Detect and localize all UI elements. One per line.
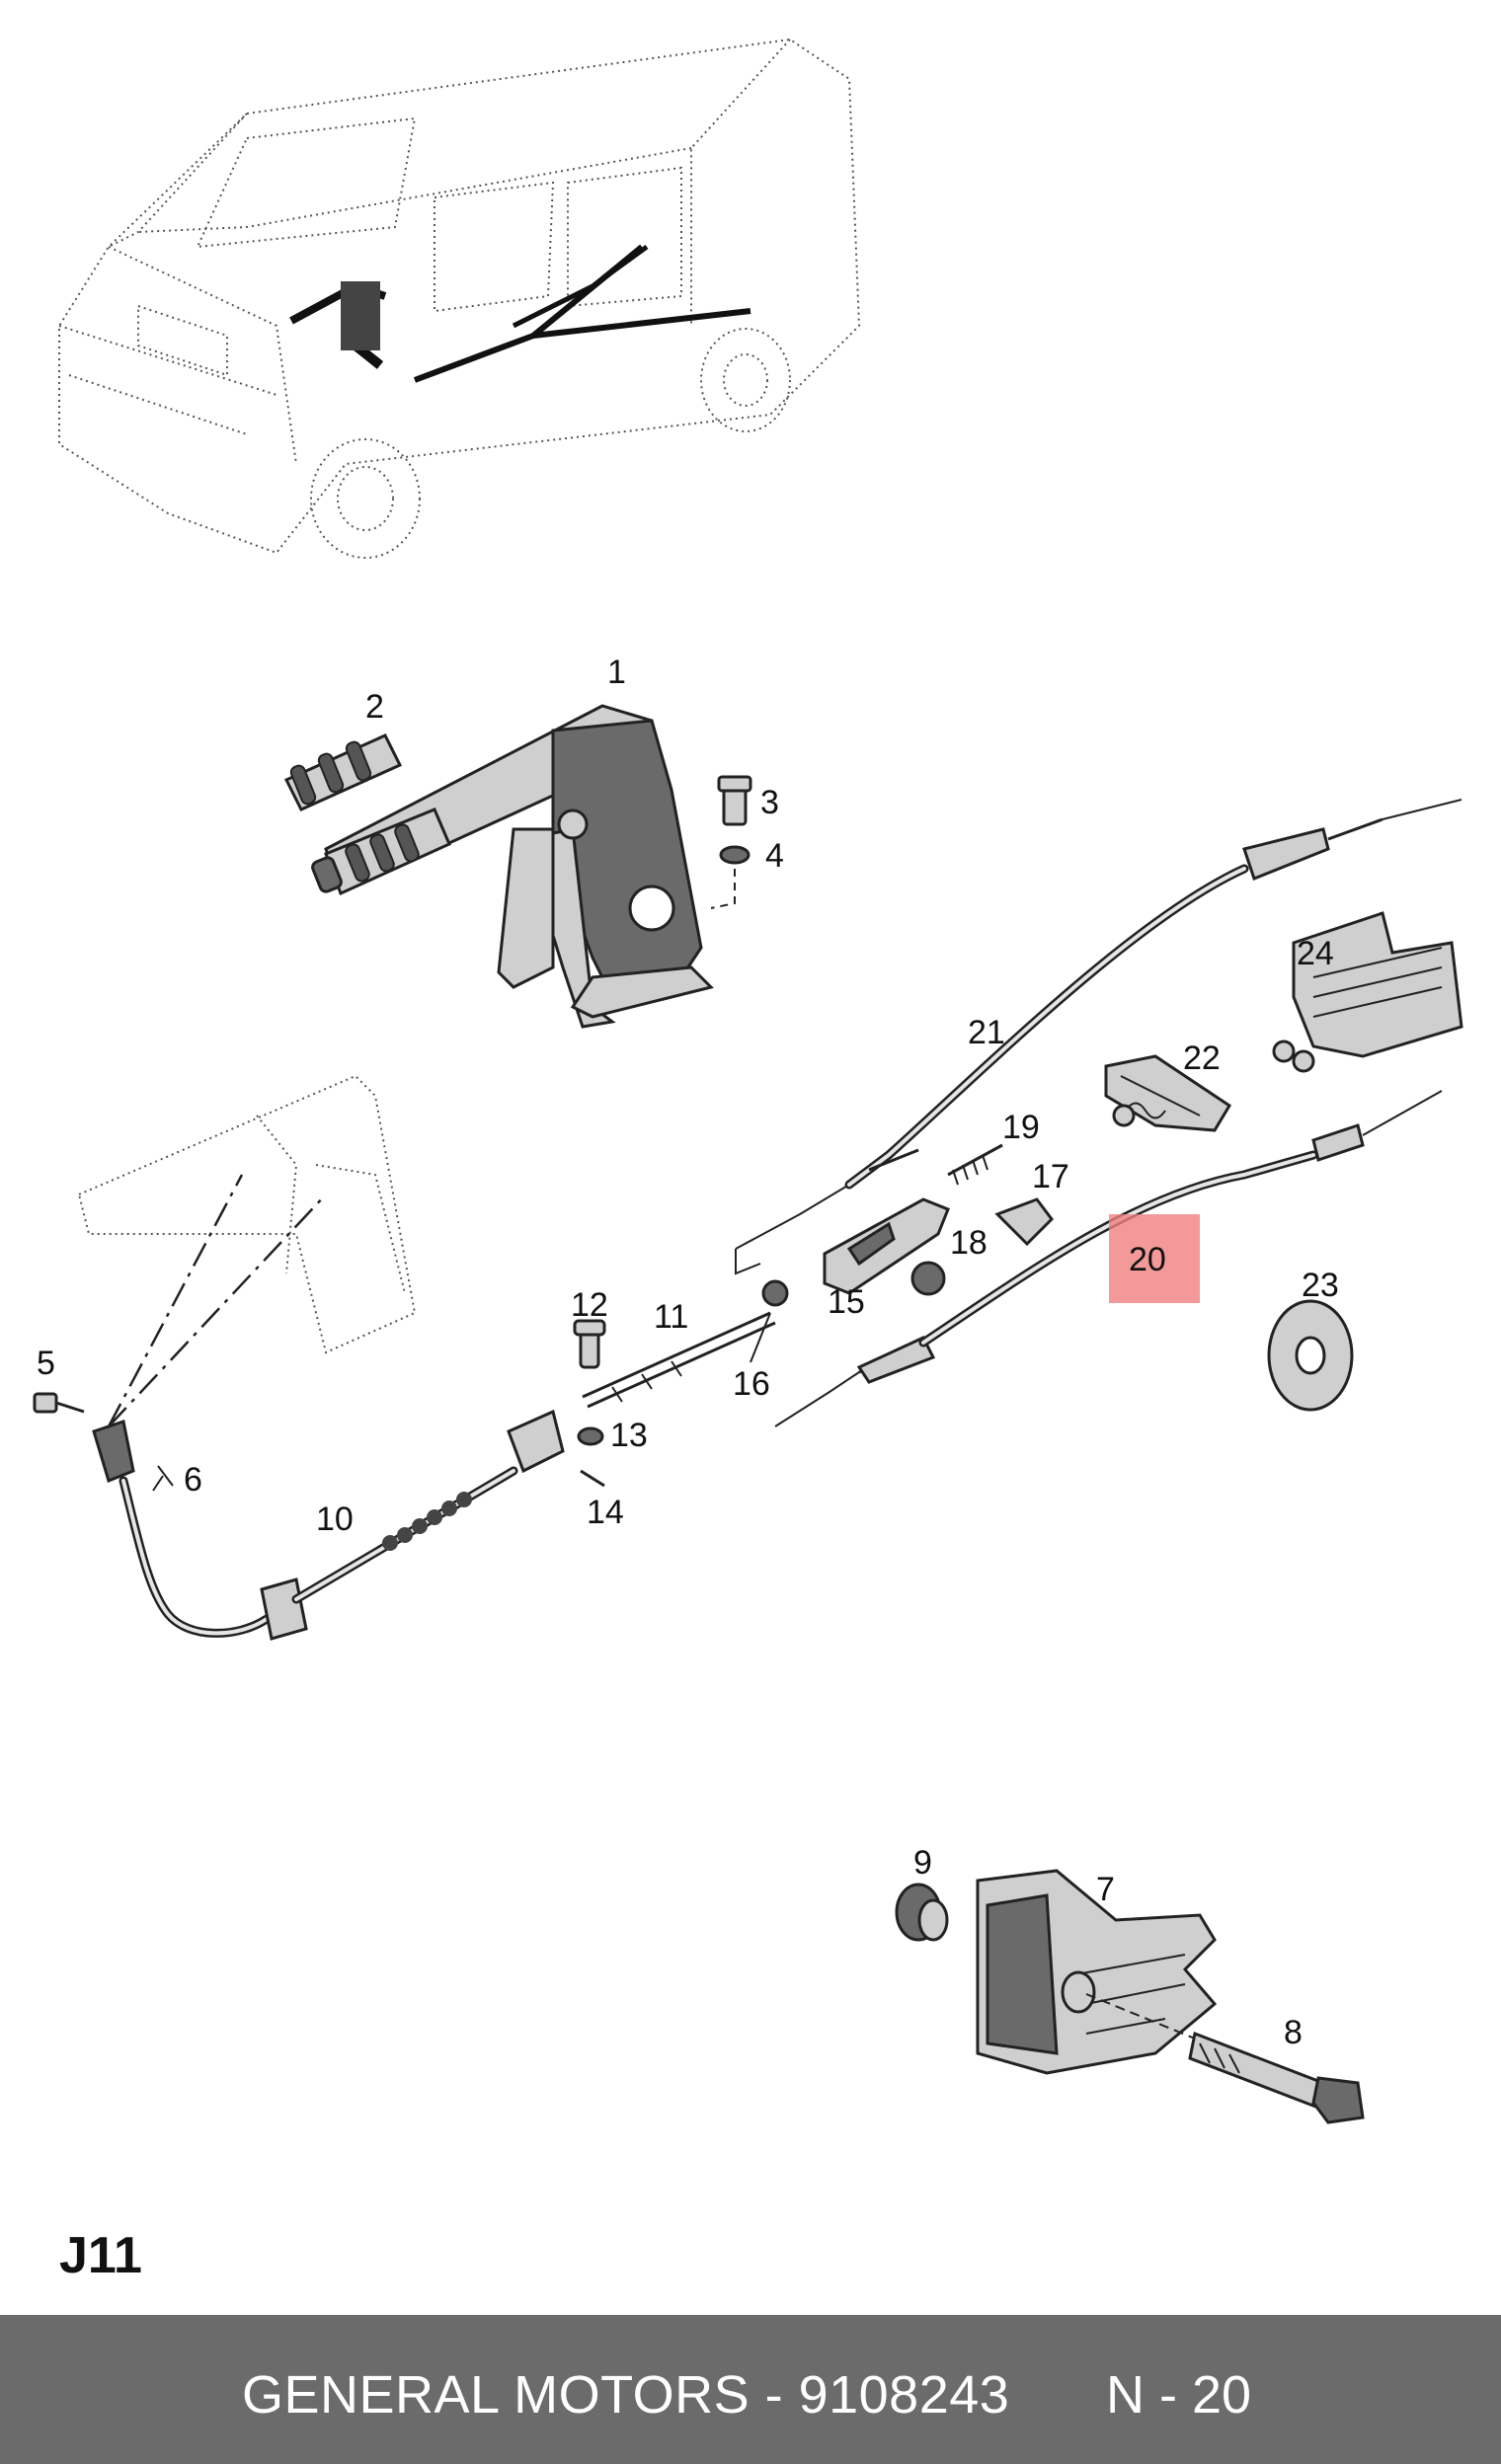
rear-cable-upper bbox=[844, 799, 1462, 1190]
front-cable-assembly bbox=[33, 1174, 789, 1641]
callout-22: 22 bbox=[1183, 1040, 1221, 1077]
van-illustration bbox=[58, 38, 861, 559]
callout-5: 5 bbox=[37, 1345, 55, 1382]
rear-cable-lower bbox=[774, 1090, 1443, 1427]
callout-1: 1 bbox=[607, 654, 626, 691]
callout-3: 3 bbox=[760, 784, 779, 821]
callout-4: 4 bbox=[765, 837, 784, 875]
parking-brake-exploded-diagram: 1 2 3 4 5 6 7 8 9 10 11 12 13 14 15 16 1… bbox=[33, 38, 1463, 2124]
callout-20: 20 bbox=[1129, 1241, 1166, 1278]
callout-2: 2 bbox=[365, 688, 384, 726]
callout-highlight-20 bbox=[1109, 1214, 1200, 1303]
rear-brackets bbox=[1104, 911, 1463, 1412]
callout-16: 16 bbox=[733, 1365, 770, 1403]
footer-part-number: GENERAL MOTORS - 9108243 bbox=[242, 2365, 1010, 2425]
diagram-code: J11 bbox=[59, 2227, 142, 2284]
callout-23: 23 bbox=[1302, 1267, 1339, 1304]
callout-11: 11 bbox=[654, 1298, 688, 1336]
footer-position: N - 20 bbox=[1106, 2365, 1252, 2425]
callout-labels: 1 2 3 4 5 6 7 8 9 10 11 12 13 14 15 16 1… bbox=[37, 654, 1339, 2051]
callout-6: 6 bbox=[184, 1461, 202, 1499]
handbrake-lever-assembly bbox=[283, 704, 752, 1029]
callout-15: 15 bbox=[828, 1283, 865, 1321]
callout-9: 9 bbox=[913, 1844, 932, 1882]
callout-13: 13 bbox=[610, 1417, 648, 1454]
callout-18: 18 bbox=[950, 1224, 988, 1262]
callout-8: 8 bbox=[1284, 2014, 1303, 2051]
callout-19: 19 bbox=[1002, 1109, 1040, 1146]
footer-bar: GENERAL MOTORS - 9108243 N - 20 bbox=[0, 2315, 1501, 2464]
equalizer-assembly bbox=[735, 1143, 1054, 1296]
callout-24: 24 bbox=[1297, 935, 1334, 972]
callout-21: 21 bbox=[968, 1014, 1005, 1051]
callout-7: 7 bbox=[1096, 1871, 1115, 1908]
lower-bracket-assembly bbox=[895, 1869, 1365, 2124]
callout-10: 10 bbox=[316, 1501, 354, 1538]
lever-ghost-outline bbox=[77, 1074, 417, 1354]
callout-17: 17 bbox=[1032, 1158, 1069, 1195]
callout-14: 14 bbox=[587, 1494, 624, 1531]
callout-12: 12 bbox=[571, 1286, 608, 1324]
